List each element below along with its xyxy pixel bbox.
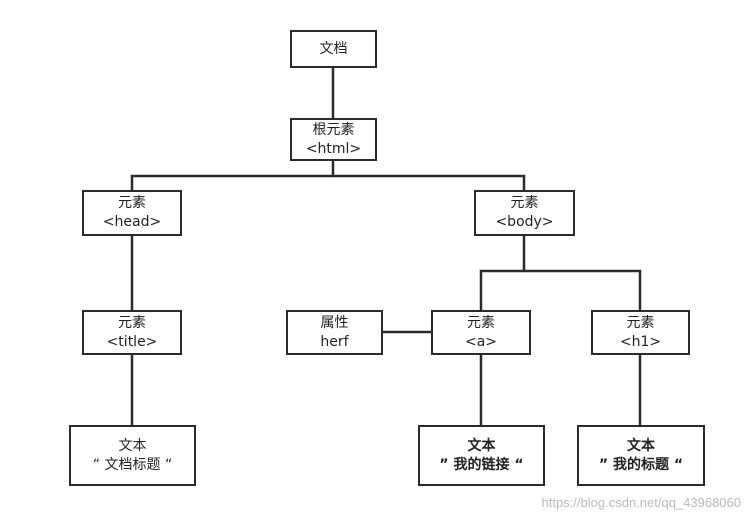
node-attr-value: herf — [320, 333, 349, 350]
node-attr-label: 属性 — [320, 314, 349, 331]
node-text-title: 文本 “ 文档标题 “ — [69, 425, 196, 486]
node-text-title-value: “ 文档标题 “ — [92, 456, 173, 473]
node-h1: 元素 <h1> — [591, 310, 690, 355]
node-text-link-value: ” 我的链接 “ — [439, 456, 524, 473]
node-text-link-label: 文本 — [467, 437, 496, 454]
node-head-tag: <head> — [102, 214, 162, 230]
node-head: 元素 <head> — [82, 190, 182, 236]
edge-root-body — [333, 174, 526, 190]
watermark-url: https://blog.csdn.net/qq_43968060 — [541, 495, 742, 510]
node-body-label: 元素 — [510, 195, 539, 211]
node-text-heading: 文本 ” 我的标题 “ — [577, 425, 705, 486]
node-root-tag: <html> — [305, 140, 362, 157]
node-text-heading-value: ” 我的标题 “ — [598, 456, 684, 473]
node-h1-tag: <h1> — [619, 333, 662, 350]
edge-root-head-body — [130, 160, 335, 190]
node-a-label: 元素 — [467, 314, 495, 331]
node-h1-label: 元素 — [626, 314, 655, 331]
node-text-heading-label: 文本 — [627, 437, 655, 454]
node-body: 元素 <body> — [474, 190, 575, 236]
node-text-title-label: 文本 — [118, 437, 147, 454]
node-title-label: 元素 — [118, 314, 146, 331]
node-title: 元素 <title> — [82, 310, 182, 355]
edge-body-children — [479, 269, 642, 310]
node-text-link: 文本 ” 我的链接 “ — [418, 425, 545, 486]
node-a: 元素 <a> — [431, 310, 531, 355]
node-document: 文档 — [290, 30, 377, 68]
node-root-label: 根元素 — [312, 121, 355, 138]
node-head-label: 元素 — [118, 195, 146, 211]
node-body-tag: <body> — [495, 214, 554, 230]
node-root-html: 根元素 <html> — [290, 118, 377, 161]
node-attribute-herf: 属性 herf — [286, 310, 383, 355]
node-document-label: 文档 — [319, 40, 348, 57]
node-title-tag: <title> — [106, 333, 158, 350]
node-a-tag: <a> — [464, 333, 498, 350]
